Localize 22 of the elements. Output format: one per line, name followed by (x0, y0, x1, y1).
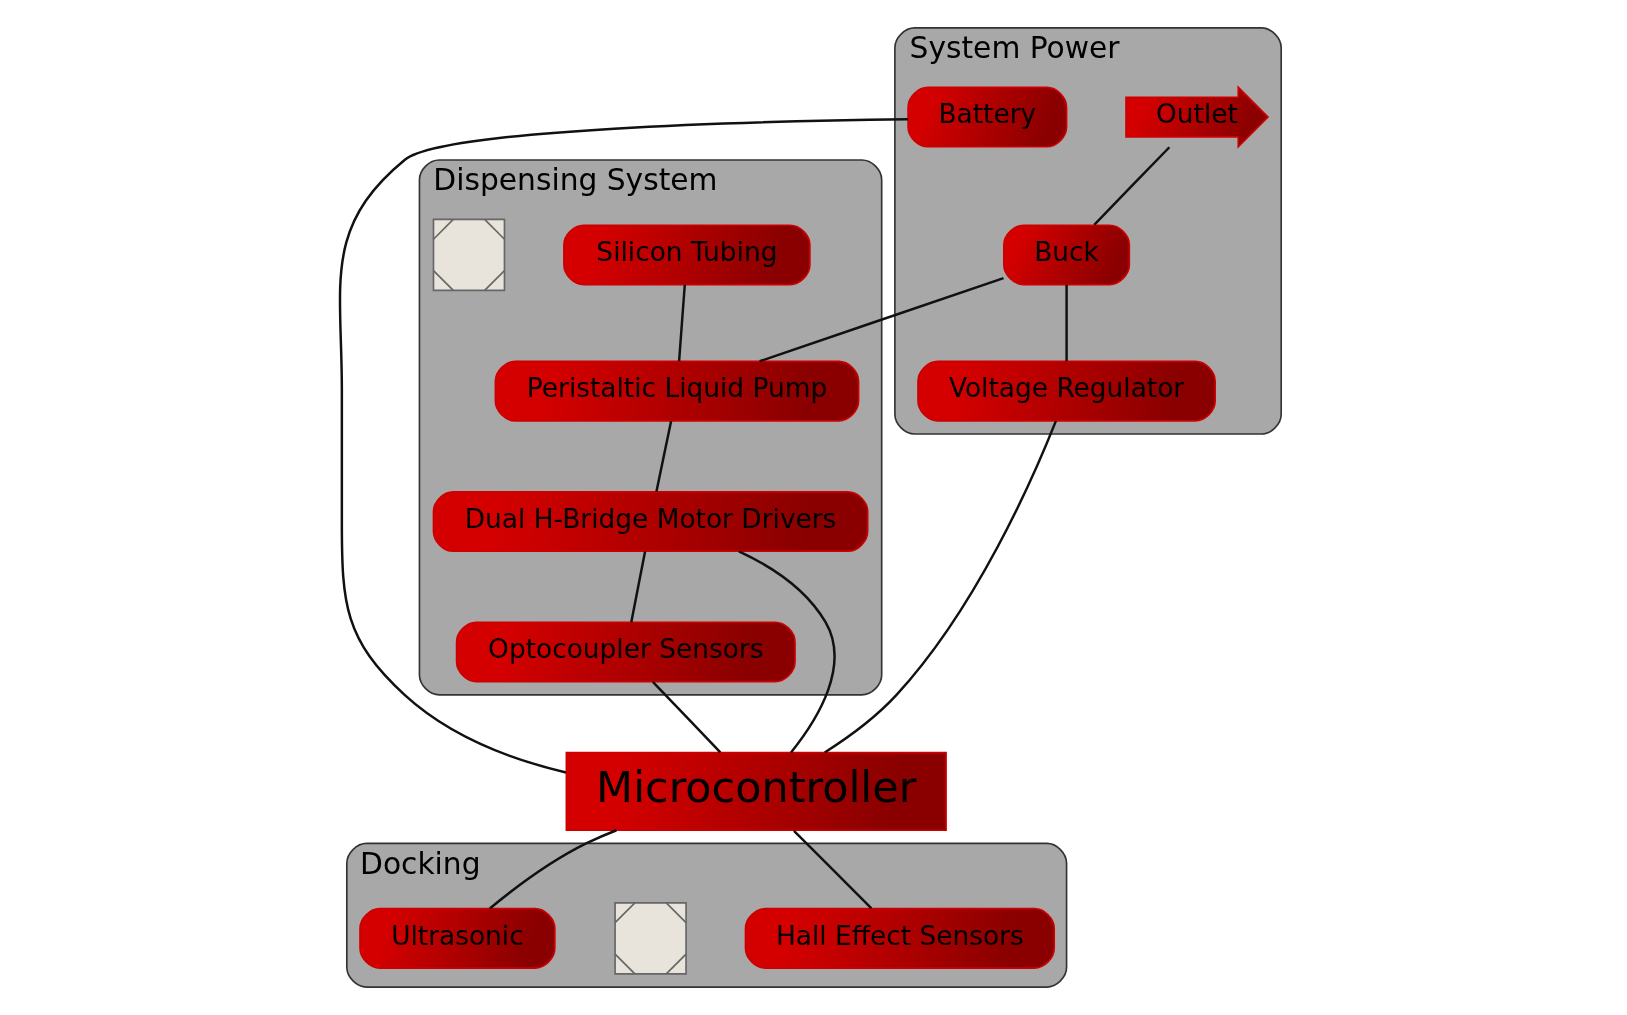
node-box: Peristaltic Liquid Pump (494, 360, 859, 422)
connector (1064, 284, 1068, 362)
connector (758, 276, 1004, 363)
node-box: Battery (906, 86, 1067, 148)
connector (1092, 146, 1170, 226)
connector (737, 550, 836, 754)
connector (651, 680, 721, 754)
node-box: Ultrasonic (358, 907, 556, 969)
node-box: Silicon Tubing (562, 224, 811, 286)
connector (654, 420, 672, 492)
connector (823, 420, 1057, 754)
node-box: Voltage Regulator (916, 360, 1216, 422)
connector (792, 829, 872, 910)
node-box: Dual H-Bridge Motor Drivers (432, 491, 868, 553)
connector (629, 551, 646, 623)
node-box: Hall Effect Sensors (744, 907, 1055, 969)
node-box: Buck (1002, 224, 1130, 286)
connector (488, 829, 617, 910)
node-box: Optocoupler Sensors (455, 621, 796, 683)
node-box: Microcontroller (565, 751, 947, 832)
connector (338, 118, 908, 774)
connector (677, 284, 686, 362)
